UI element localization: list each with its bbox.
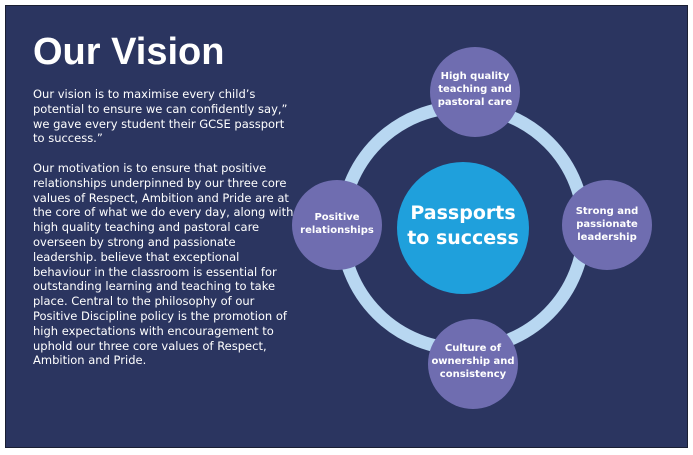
node-leadership-line-2: passionate <box>576 219 638 230</box>
vision-paragraph: Our vision is to maximise every child’s … <box>33 87 288 146</box>
motivation-paragraph: Our motivation is to ensure that positiv… <box>33 160 294 368</box>
vision-cycle-diagram: Passports to success High quality teachi… <box>292 47 652 409</box>
center-label-line-2: to success <box>407 227 519 249</box>
center-label-line-1: Passports <box>410 202 515 224</box>
node-relationships-line-1: Positive <box>314 212 359 223</box>
vision-text: Our vision is to maximise every child’s … <box>33 87 295 383</box>
page-title: Our Vision <box>33 31 225 73</box>
node-culture-circle <box>428 319 518 409</box>
node-teaching-line-3: pastoral care <box>438 97 513 108</box>
node-culture-line-2: ownership and <box>431 356 514 367</box>
node-leadership-line-1: Strong and <box>576 206 639 217</box>
center-circle <box>397 162 529 294</box>
node-teaching-line-1: High quality <box>441 71 510 82</box>
node-relationships-circle <box>292 180 382 270</box>
node-teaching-line-2: teaching and <box>438 84 512 95</box>
node-culture-line-3: consistency <box>440 369 507 380</box>
node-culture-line-1: Culture of <box>445 343 502 354</box>
node-teaching-circle <box>430 47 520 137</box>
node-leadership-circle <box>562 180 652 270</box>
node-relationships-line-2: relationships <box>300 225 374 236</box>
node-leadership-line-3: leadership <box>577 232 637 243</box>
vision-panel: Our Vision Our vision is to maximise eve… <box>5 5 688 448</box>
